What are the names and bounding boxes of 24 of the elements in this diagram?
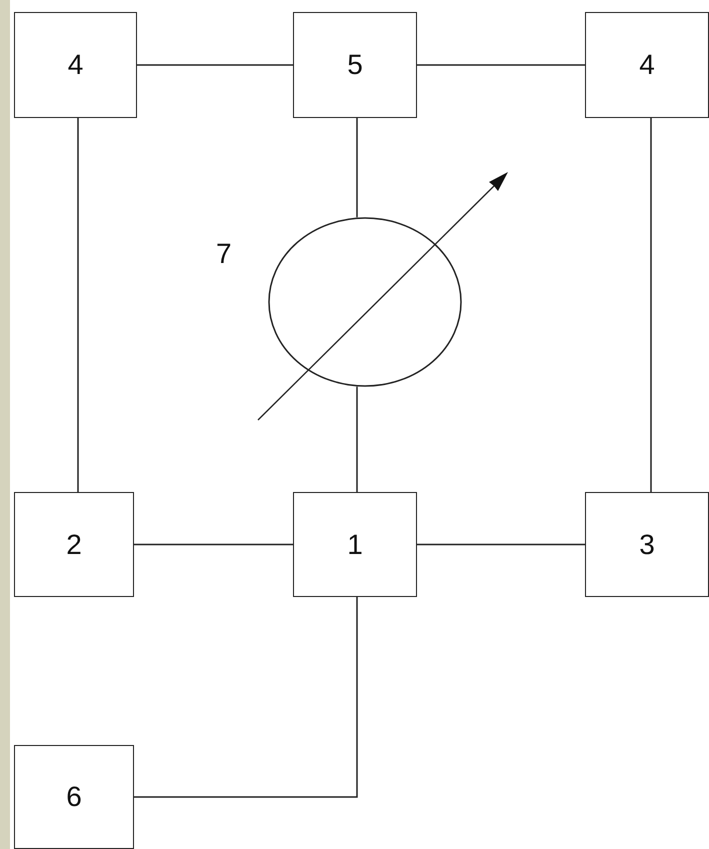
numbered-box	[585, 12, 709, 118]
node-number: 4	[639, 51, 655, 79]
numbered-box	[14, 12, 137, 118]
numbered-box	[14, 492, 134, 597]
connector-line	[650, 118, 652, 492]
connector-line	[134, 597, 358, 798]
connector-line	[356, 386, 358, 492]
connector-line	[134, 544, 293, 546]
node-number: 2	[66, 530, 82, 558]
numbered-box	[14, 745, 134, 849]
node-number: 1	[347, 530, 363, 558]
connector-line	[417, 544, 585, 546]
node-number: 5	[347, 51, 363, 79]
node-number: 6	[66, 783, 82, 811]
connector-line	[417, 64, 585, 66]
numbered-box	[293, 12, 417, 118]
node-number: 4	[68, 51, 84, 79]
connector-line	[137, 64, 293, 66]
numbered-box	[585, 492, 709, 597]
node-number: 3	[639, 530, 655, 558]
numbered-box	[293, 492, 417, 597]
callout-number: 7	[216, 240, 232, 268]
connector-line	[77, 118, 79, 492]
connector-line	[356, 118, 358, 218]
